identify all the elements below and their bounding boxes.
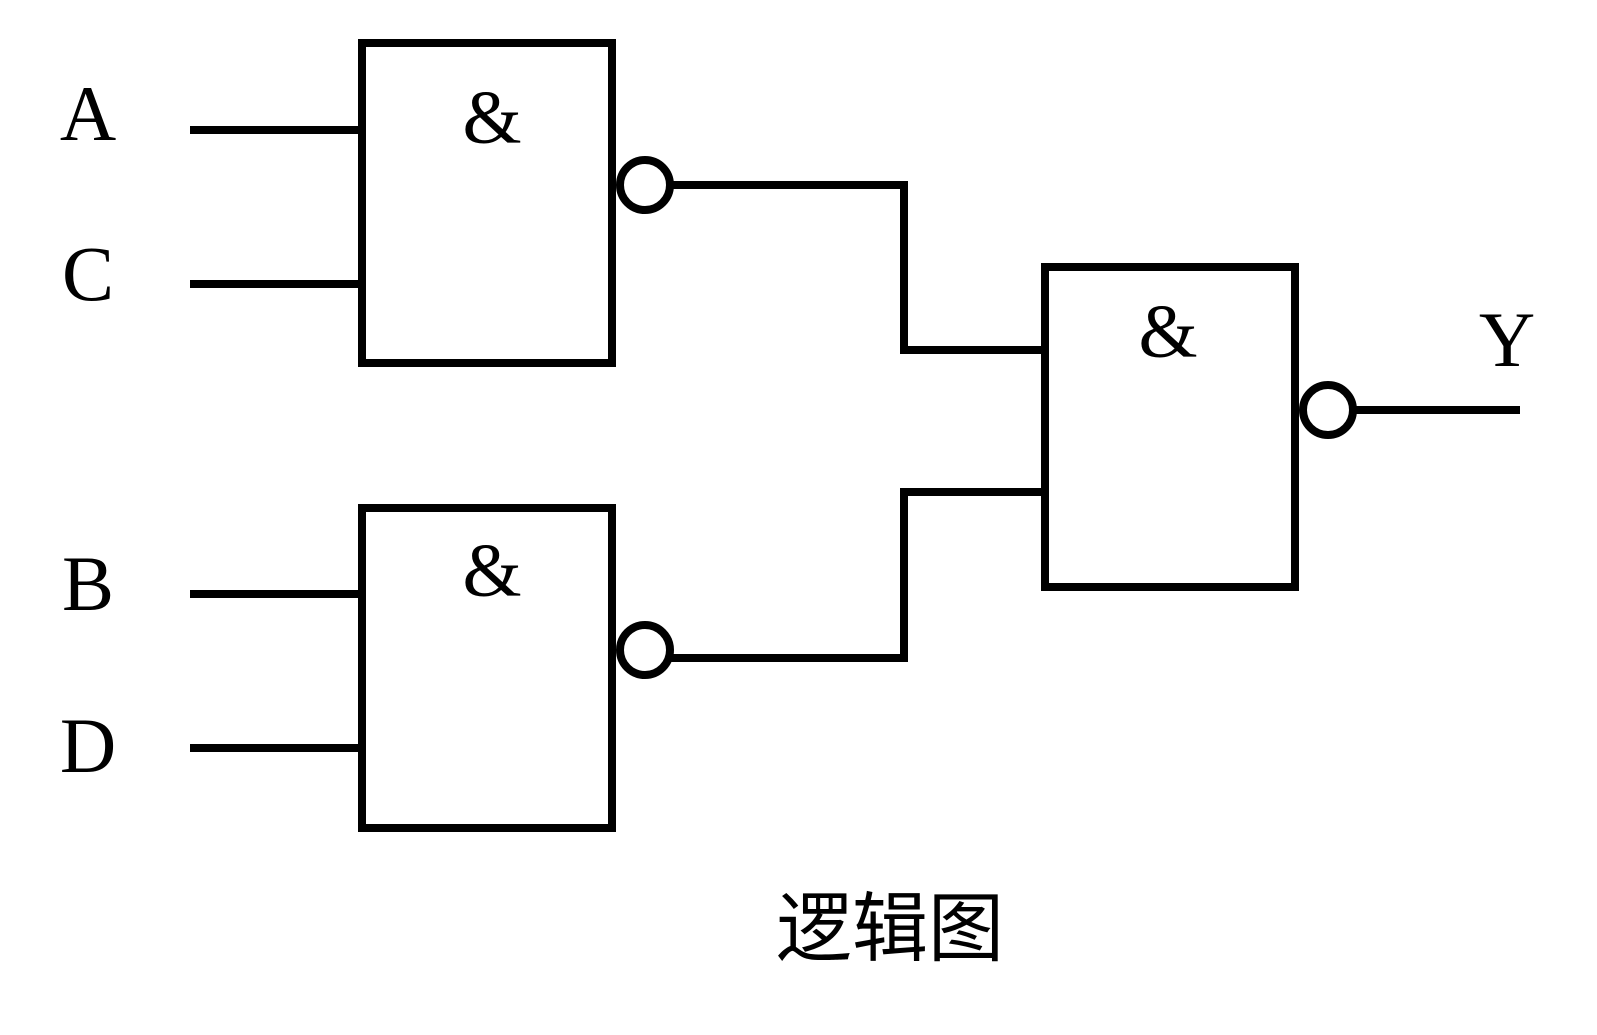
gate-3-symbol: &	[1138, 290, 1197, 374]
diagram-caption: 逻辑图	[776, 884, 1004, 973]
wire-gate1-to-gate3	[670, 181, 1045, 354]
gate-2-symbol: &	[462, 529, 521, 613]
nand-gate-3	[1041, 263, 1299, 591]
input-label-d: D	[60, 702, 116, 789]
nand-gate-1	[358, 39, 616, 367]
input-label-b: B	[62, 540, 114, 627]
output-label-y: Y	[1479, 296, 1535, 383]
nand-gate-2	[358, 504, 616, 832]
gate-3-inverter-bubble	[1299, 381, 1357, 439]
gate-1-inverter-bubble	[616, 156, 674, 214]
gate-1-symbol: &	[462, 76, 521, 160]
gate-2-inverter-bubble	[616, 621, 674, 679]
input-label-a: A	[60, 70, 116, 157]
input-label-c: C	[62, 230, 114, 317]
wire-gate2-to-gate3	[670, 488, 1045, 662]
